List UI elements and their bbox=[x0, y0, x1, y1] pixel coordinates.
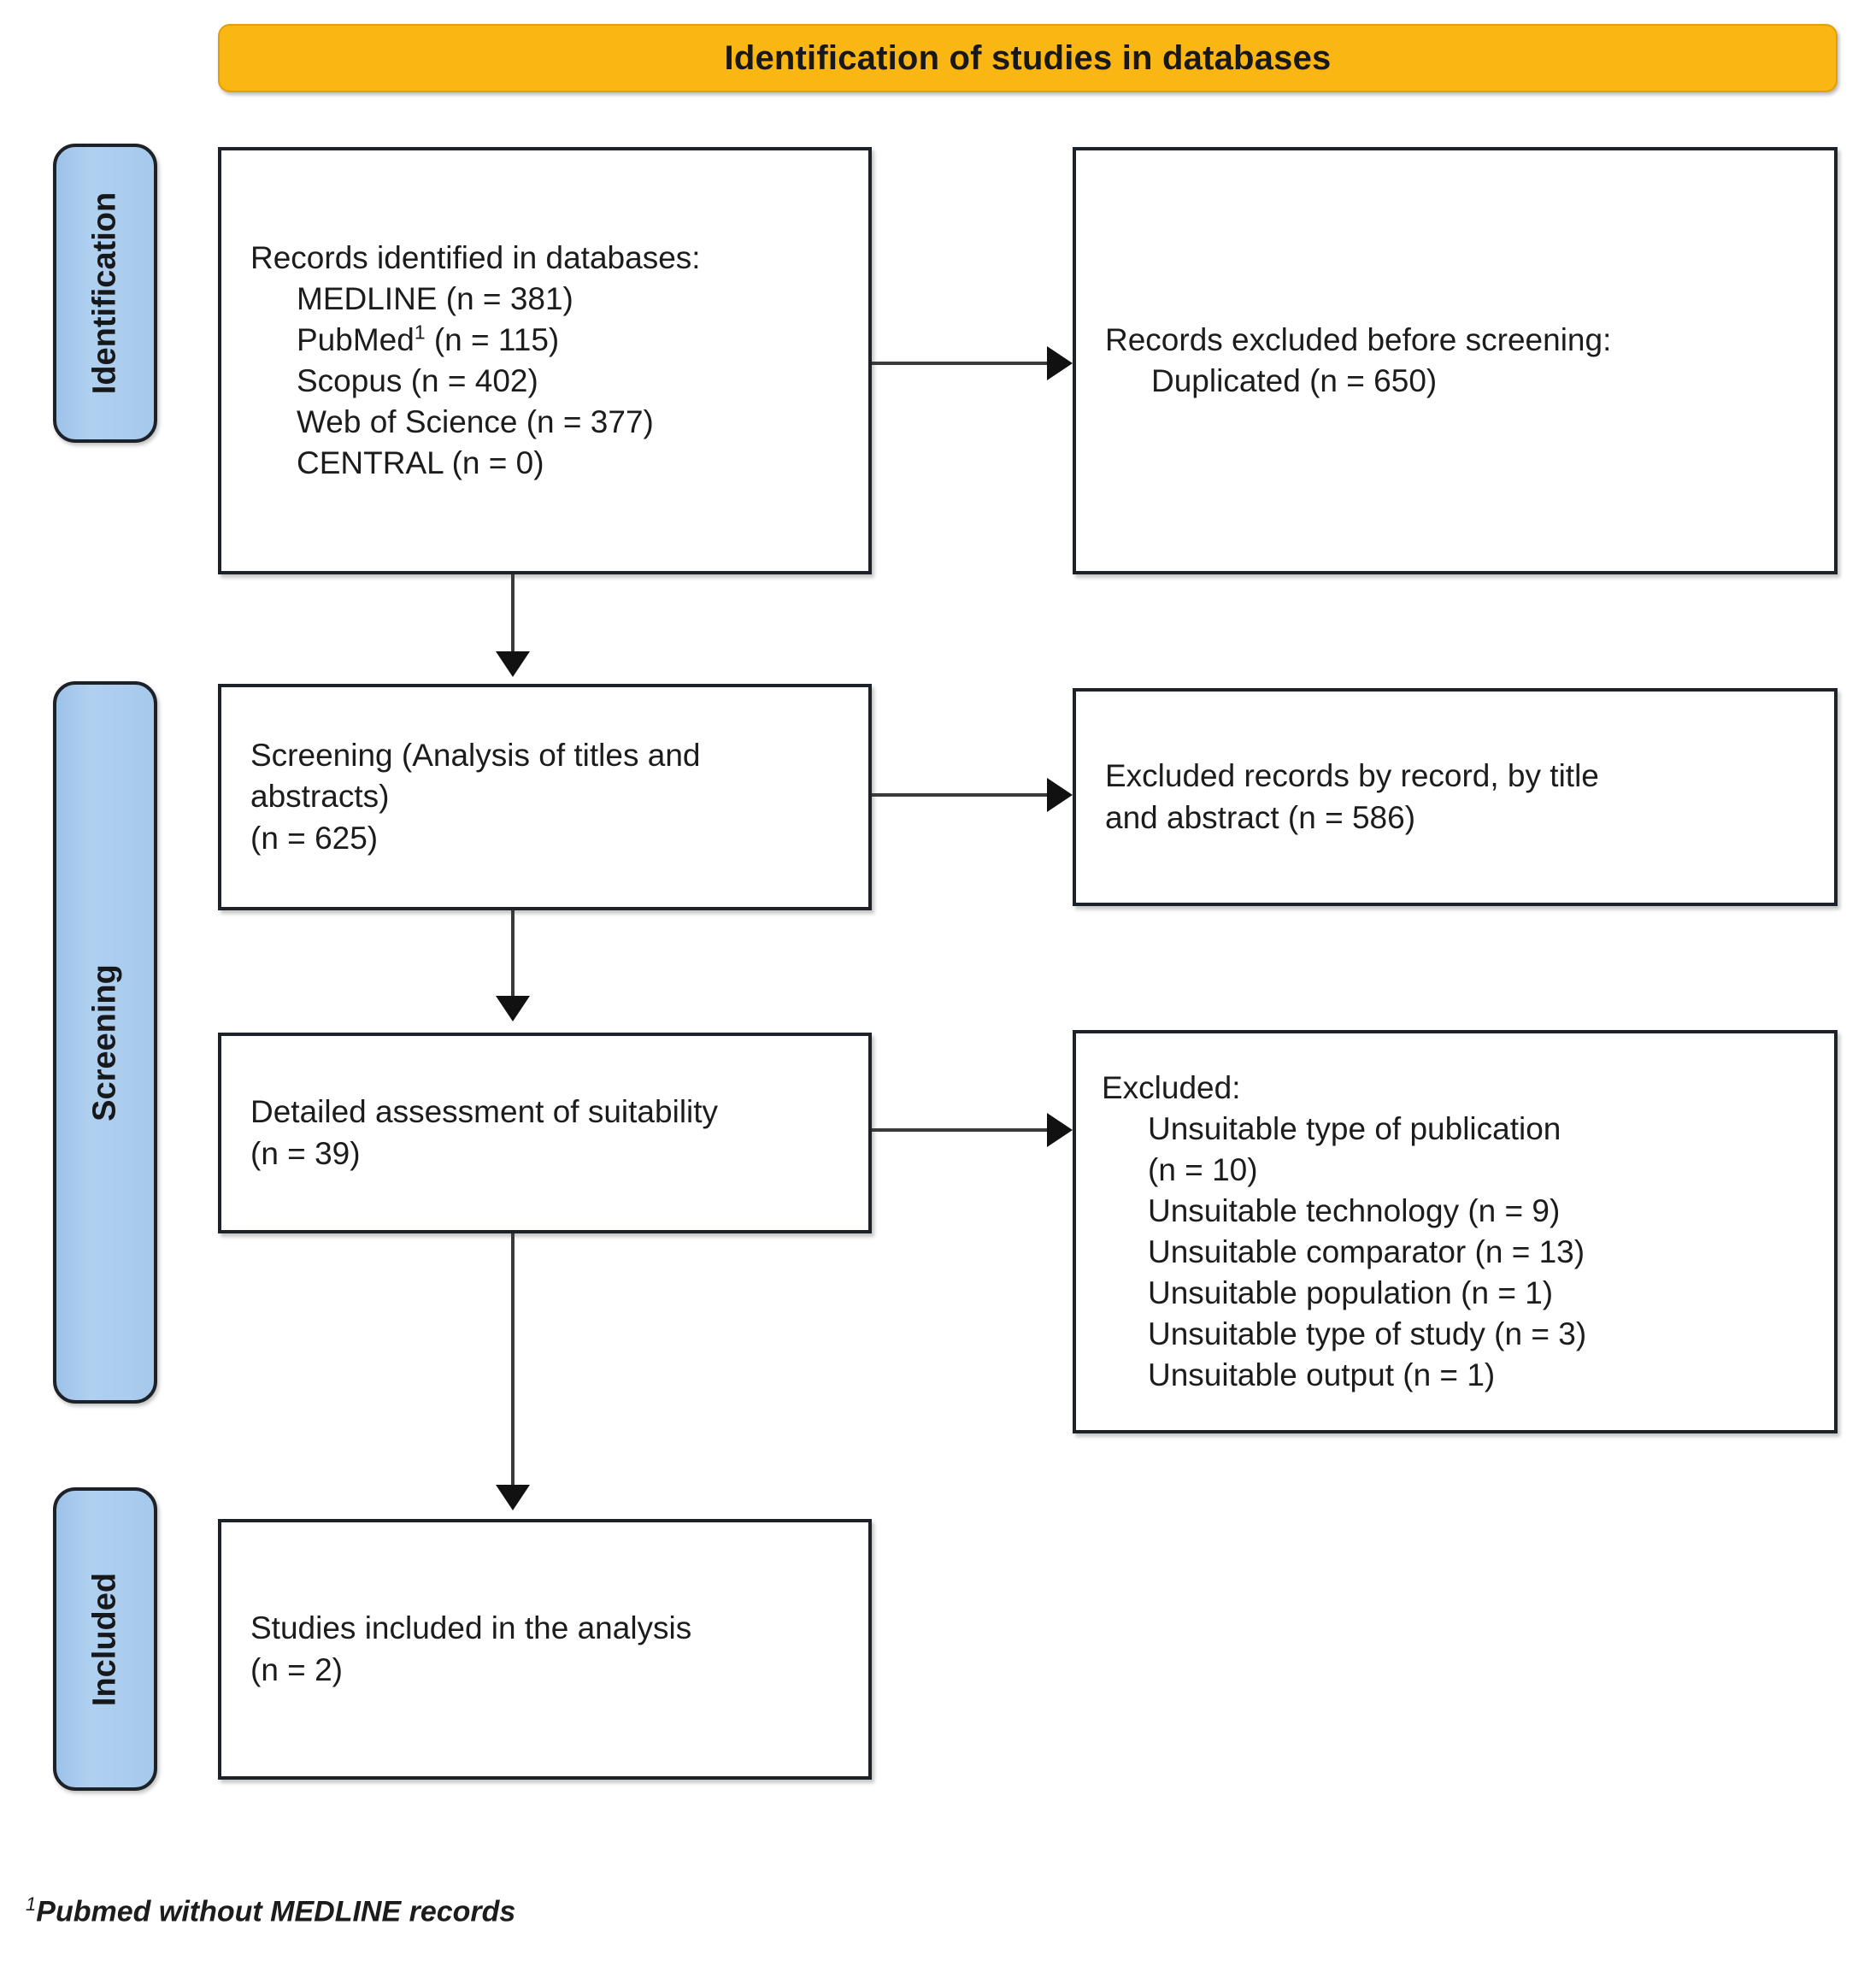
box-records-identified-body: Records identified in databases: MEDLINE… bbox=[221, 238, 868, 485]
assessment-count: (n = 39) bbox=[250, 1135, 361, 1171]
assessment-line-1: Detailed assessment of suitability bbox=[250, 1094, 719, 1130]
box-screening: Screening (Analysis of titles and abstra… bbox=[218, 684, 872, 910]
exclusion-reason-comparator: Unsuitable comparator (n = 13) bbox=[1148, 1234, 1585, 1269]
connector-identified-to-screening bbox=[511, 574, 515, 651]
arrow-down-icon-included bbox=[496, 1485, 530, 1510]
arrow-down-icon-assessment bbox=[496, 996, 530, 1021]
stage-rail-screening-label: Screening bbox=[86, 963, 123, 1121]
exclusion-reasons-heading: Excluded: bbox=[1102, 1069, 1241, 1105]
stage-rail-identification: Identification bbox=[53, 144, 157, 443]
records-identified-heading: Records identified in databases: bbox=[250, 239, 701, 275]
pubmed-count: (n = 115) bbox=[425, 321, 560, 357]
pubmed-label: PubMed bbox=[297, 321, 415, 357]
stage-rail-included: Included bbox=[53, 1487, 157, 1791]
connector-screening-to-assessment bbox=[511, 910, 515, 996]
stage-rail-identification-label: Identification bbox=[86, 191, 123, 395]
exclusion-reason-study-type: Unsuitable type of study (n = 3) bbox=[1148, 1316, 1587, 1352]
box-exclusion-reasons-body: Excluded: Unsuitable type of publication… bbox=[1076, 1068, 1834, 1397]
exclusion-reason-publication: Unsuitable type of publication bbox=[1148, 1110, 1561, 1146]
box-included-body: Studies included in the analysis (n = 2) bbox=[221, 1608, 868, 1690]
box-assessment-body: Detailed assessment of suitability (n = … bbox=[221, 1092, 868, 1174]
exclusion-reason-technology: Unsuitable technology (n = 9) bbox=[1148, 1192, 1561, 1228]
duplicates-heading: Records excluded before screening: bbox=[1105, 321, 1612, 357]
box-detailed-assessment: Detailed assessment of suitability (n = … bbox=[218, 1033, 872, 1233]
included-line-1: Studies included in the analysis bbox=[250, 1610, 692, 1646]
box-records-excluded-before-screening: Records excluded before screening: Dupli… bbox=[1073, 147, 1838, 574]
arrow-right-icon-screening-excluded bbox=[1047, 778, 1073, 812]
records-identified-pubmed: PubMed1 (n = 115) bbox=[250, 320, 839, 361]
exclusion-reason-output: Unsuitable output (n = 1) bbox=[1148, 1357, 1496, 1393]
footnote: 1Pubmed without MEDLINE records bbox=[26, 1893, 515, 1928]
records-identified-medline: MEDLINE (n = 381) bbox=[297, 280, 573, 316]
box-studies-included: Studies included in the analysis (n = 2) bbox=[218, 1519, 872, 1780]
arrow-right-icon-exclusion-reasons bbox=[1047, 1113, 1073, 1147]
duplicates-count: Duplicated (n = 650) bbox=[1151, 363, 1438, 398]
records-identified-wos: Web of Science (n = 377) bbox=[297, 404, 654, 440]
connector-identified-to-duplicates bbox=[872, 362, 1047, 365]
screening-excluded-line-2: and abstract (n = 586) bbox=[1105, 799, 1416, 835]
connector-assessment-to-included bbox=[511, 1233, 515, 1485]
box-duplicates-body: Records excluded before screening: Dupli… bbox=[1076, 320, 1834, 402]
box-screening-excluded-body: Excluded records by record, by title and… bbox=[1076, 756, 1834, 838]
footnote-text: Pubmed without MEDLINE records bbox=[36, 1895, 516, 1928]
box-exclusion-reasons: Excluded: Unsuitable type of publication… bbox=[1073, 1030, 1838, 1433]
included-count: (n = 2) bbox=[250, 1651, 343, 1687]
box-excluded-records-title-abstract: Excluded records by record, by title and… bbox=[1073, 688, 1838, 906]
screening-line-1: Screening (Analysis of titles and bbox=[250, 738, 701, 774]
exclusion-reason-publication-count: (n = 10) bbox=[1148, 1151, 1258, 1187]
screening-line-2: abstracts) bbox=[250, 779, 390, 815]
banner-identification-header: Identification of studies in databases bbox=[218, 24, 1838, 92]
records-identified-scopus: Scopus (n = 402) bbox=[297, 363, 538, 398]
stage-rail-included-label: Included bbox=[86, 1572, 123, 1706]
connector-screening-to-excluded bbox=[872, 793, 1047, 797]
exclusion-reason-population: Unsuitable population (n = 1) bbox=[1148, 1275, 1554, 1311]
box-records-identified: Records identified in databases: MEDLINE… bbox=[218, 147, 872, 574]
arrow-down-icon-screening bbox=[496, 651, 530, 677]
box-screening-body: Screening (Analysis of titles and abstra… bbox=[221, 735, 868, 858]
footnote-marker: 1 bbox=[26, 1893, 37, 1915]
records-identified-central: CENTRAL (n = 0) bbox=[297, 445, 544, 481]
pubmed-footnote-marker: 1 bbox=[414, 321, 426, 344]
screening-count: (n = 625) bbox=[250, 820, 379, 856]
connector-assessment-to-reasons bbox=[872, 1128, 1047, 1132]
stage-rail-screening: Screening bbox=[53, 681, 157, 1404]
arrow-right-icon-duplicates bbox=[1047, 346, 1073, 380]
banner-title: Identification of studies in databases bbox=[724, 38, 1332, 77]
screening-excluded-line-1: Excluded records by record, by title bbox=[1105, 758, 1599, 794]
